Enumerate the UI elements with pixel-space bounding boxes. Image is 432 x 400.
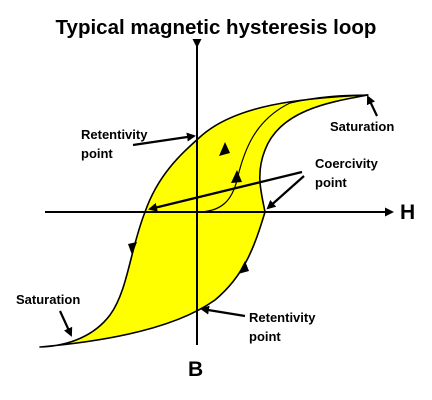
b-axis-label: B	[188, 358, 203, 381]
coercivity-line1: Coercivity	[315, 156, 379, 171]
saturation-lower-pointer	[59, 310, 73, 337]
saturation-upper-label: Saturation	[330, 119, 394, 134]
diagram-title: Typical magnetic hysteresis loop	[56, 16, 377, 39]
h-axis-label: H	[400, 201, 415, 224]
coercivity-pointer-right	[266, 175, 305, 210]
saturation-upper-pointer	[366, 95, 378, 117]
retentivity-upper-line2: point	[81, 146, 113, 161]
coercivity-pointer-left	[148, 170, 303, 212]
loop-direction-arrow-left	[128, 242, 137, 255]
loop-direction-arrow-right	[238, 261, 249, 274]
retentivity-lower-line2: point	[249, 329, 281, 344]
initial-curve-direction-arrow	[231, 170, 242, 183]
retentivity-upper-line1: Retentivity	[81, 127, 148, 142]
coercivity-line2: point	[315, 175, 347, 190]
retentivity-lower-line1: Retentivity	[249, 310, 316, 325]
saturation-lower-label: Saturation	[16, 292, 80, 307]
retentivity-upper-label: Retentivity point	[81, 127, 151, 161]
retentivity-lower-pointer	[200, 305, 246, 318]
retentivity-upper-pointer	[132, 132, 196, 147]
initial-magnetization-curve	[196, 94, 369, 213]
retentivity-lower-label: Retentivity point	[249, 310, 319, 344]
loop-direction-arrow-upper	[219, 142, 230, 156]
coercivity-label: Coercivity point	[315, 156, 382, 190]
